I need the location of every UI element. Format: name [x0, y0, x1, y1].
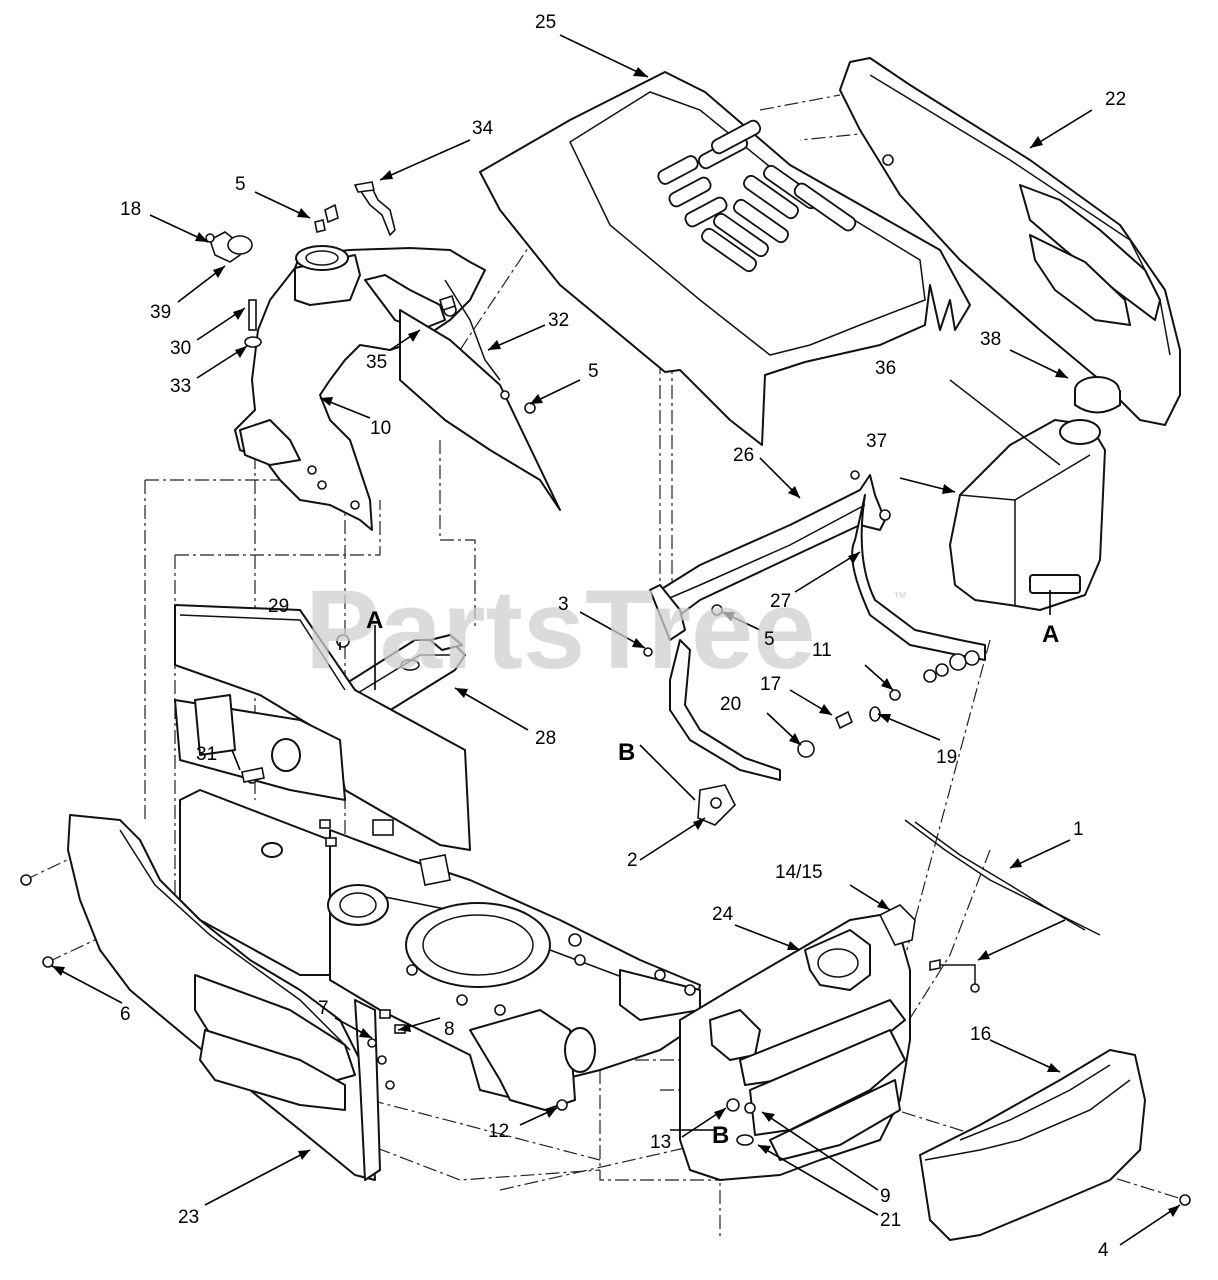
watermark-trademark: ™: [893, 589, 907, 605]
callout-30: 30: [170, 338, 191, 359]
callout-23: 23: [178, 1207, 199, 1228]
ref-letter-b-lower: B: [712, 1122, 729, 1149]
callout-27: 27: [770, 591, 791, 612]
callout-32: 32: [548, 310, 569, 331]
callout-4: 4: [1098, 1240, 1109, 1261]
callout-37: 37: [866, 431, 887, 452]
callout-16: 16: [970, 1024, 991, 1045]
callout-38: 38: [980, 329, 1001, 350]
callout-7: 7: [318, 998, 329, 1019]
ref-letter-a-upper: A: [366, 607, 383, 634]
callout-13: 13: [650, 1132, 671, 1153]
callout-33: 33: [170, 376, 191, 397]
callout-39: 39: [150, 302, 171, 323]
callout-34: 34: [472, 118, 494, 139]
bumper-part-16: [919, 1049, 1191, 1241]
leader-lines: [51, 34, 1181, 1246]
ref-letter-b-upper: B: [618, 739, 635, 766]
hood-part-25: [479, 71, 971, 446]
callout-1: 1: [1073, 819, 1084, 840]
callout-31: 31: [196, 744, 217, 765]
callout-29: 29: [268, 596, 289, 617]
callout-28: 28: [535, 728, 556, 749]
callout-9: 9: [880, 1186, 891, 1207]
watermark: PartsTree: [305, 567, 816, 692]
ref-letter-a-right: A: [1042, 621, 1059, 648]
callout-18: 18: [120, 199, 141, 220]
callout-6: 6: [120, 1004, 131, 1025]
callout-5-dash: 5: [588, 361, 599, 382]
brackets-part-26-27: [643, 470, 986, 781]
small-hardware-top: [205, 181, 396, 348]
callout-5-top: 5: [235, 174, 246, 195]
side-panel-part-22: [839, 57, 1181, 426]
callout-3: 3: [558, 594, 569, 615]
callout-19: 19: [936, 747, 957, 768]
side-panel-part-23: [20, 814, 395, 1181]
wire-part-1: [904, 819, 1101, 993]
callout-5-right: 5: [764, 629, 775, 650]
callout-14-15: 14/15: [775, 862, 823, 883]
callout-labels: 25 22 34 5 18 39 30 33 35 32 5 10 38 36 …: [120, 12, 1126, 1261]
callout-21: 21: [880, 1210, 901, 1231]
callout-11: 11: [812, 640, 832, 661]
callout-20: 20: [720, 694, 741, 715]
callout-22: 22: [1105, 89, 1126, 110]
hardware-11-17-19-20: [697, 650, 980, 826]
callout-26: 26: [733, 445, 754, 466]
fuel-tank-part-37: [949, 376, 1121, 611]
callout-17: 17: [760, 674, 781, 695]
dash-panel-part-10: [234, 245, 561, 531]
callout-2: 2: [627, 850, 638, 871]
callout-12: 12: [488, 1121, 509, 1142]
callout-36: 36: [875, 358, 896, 379]
callout-10: 10: [370, 418, 391, 439]
main-frame: [174, 604, 701, 1111]
callout-8: 8: [444, 1019, 455, 1040]
callout-35: 35: [366, 352, 387, 373]
callout-25: 25: [535, 12, 556, 33]
callout-24: 24: [712, 904, 734, 925]
